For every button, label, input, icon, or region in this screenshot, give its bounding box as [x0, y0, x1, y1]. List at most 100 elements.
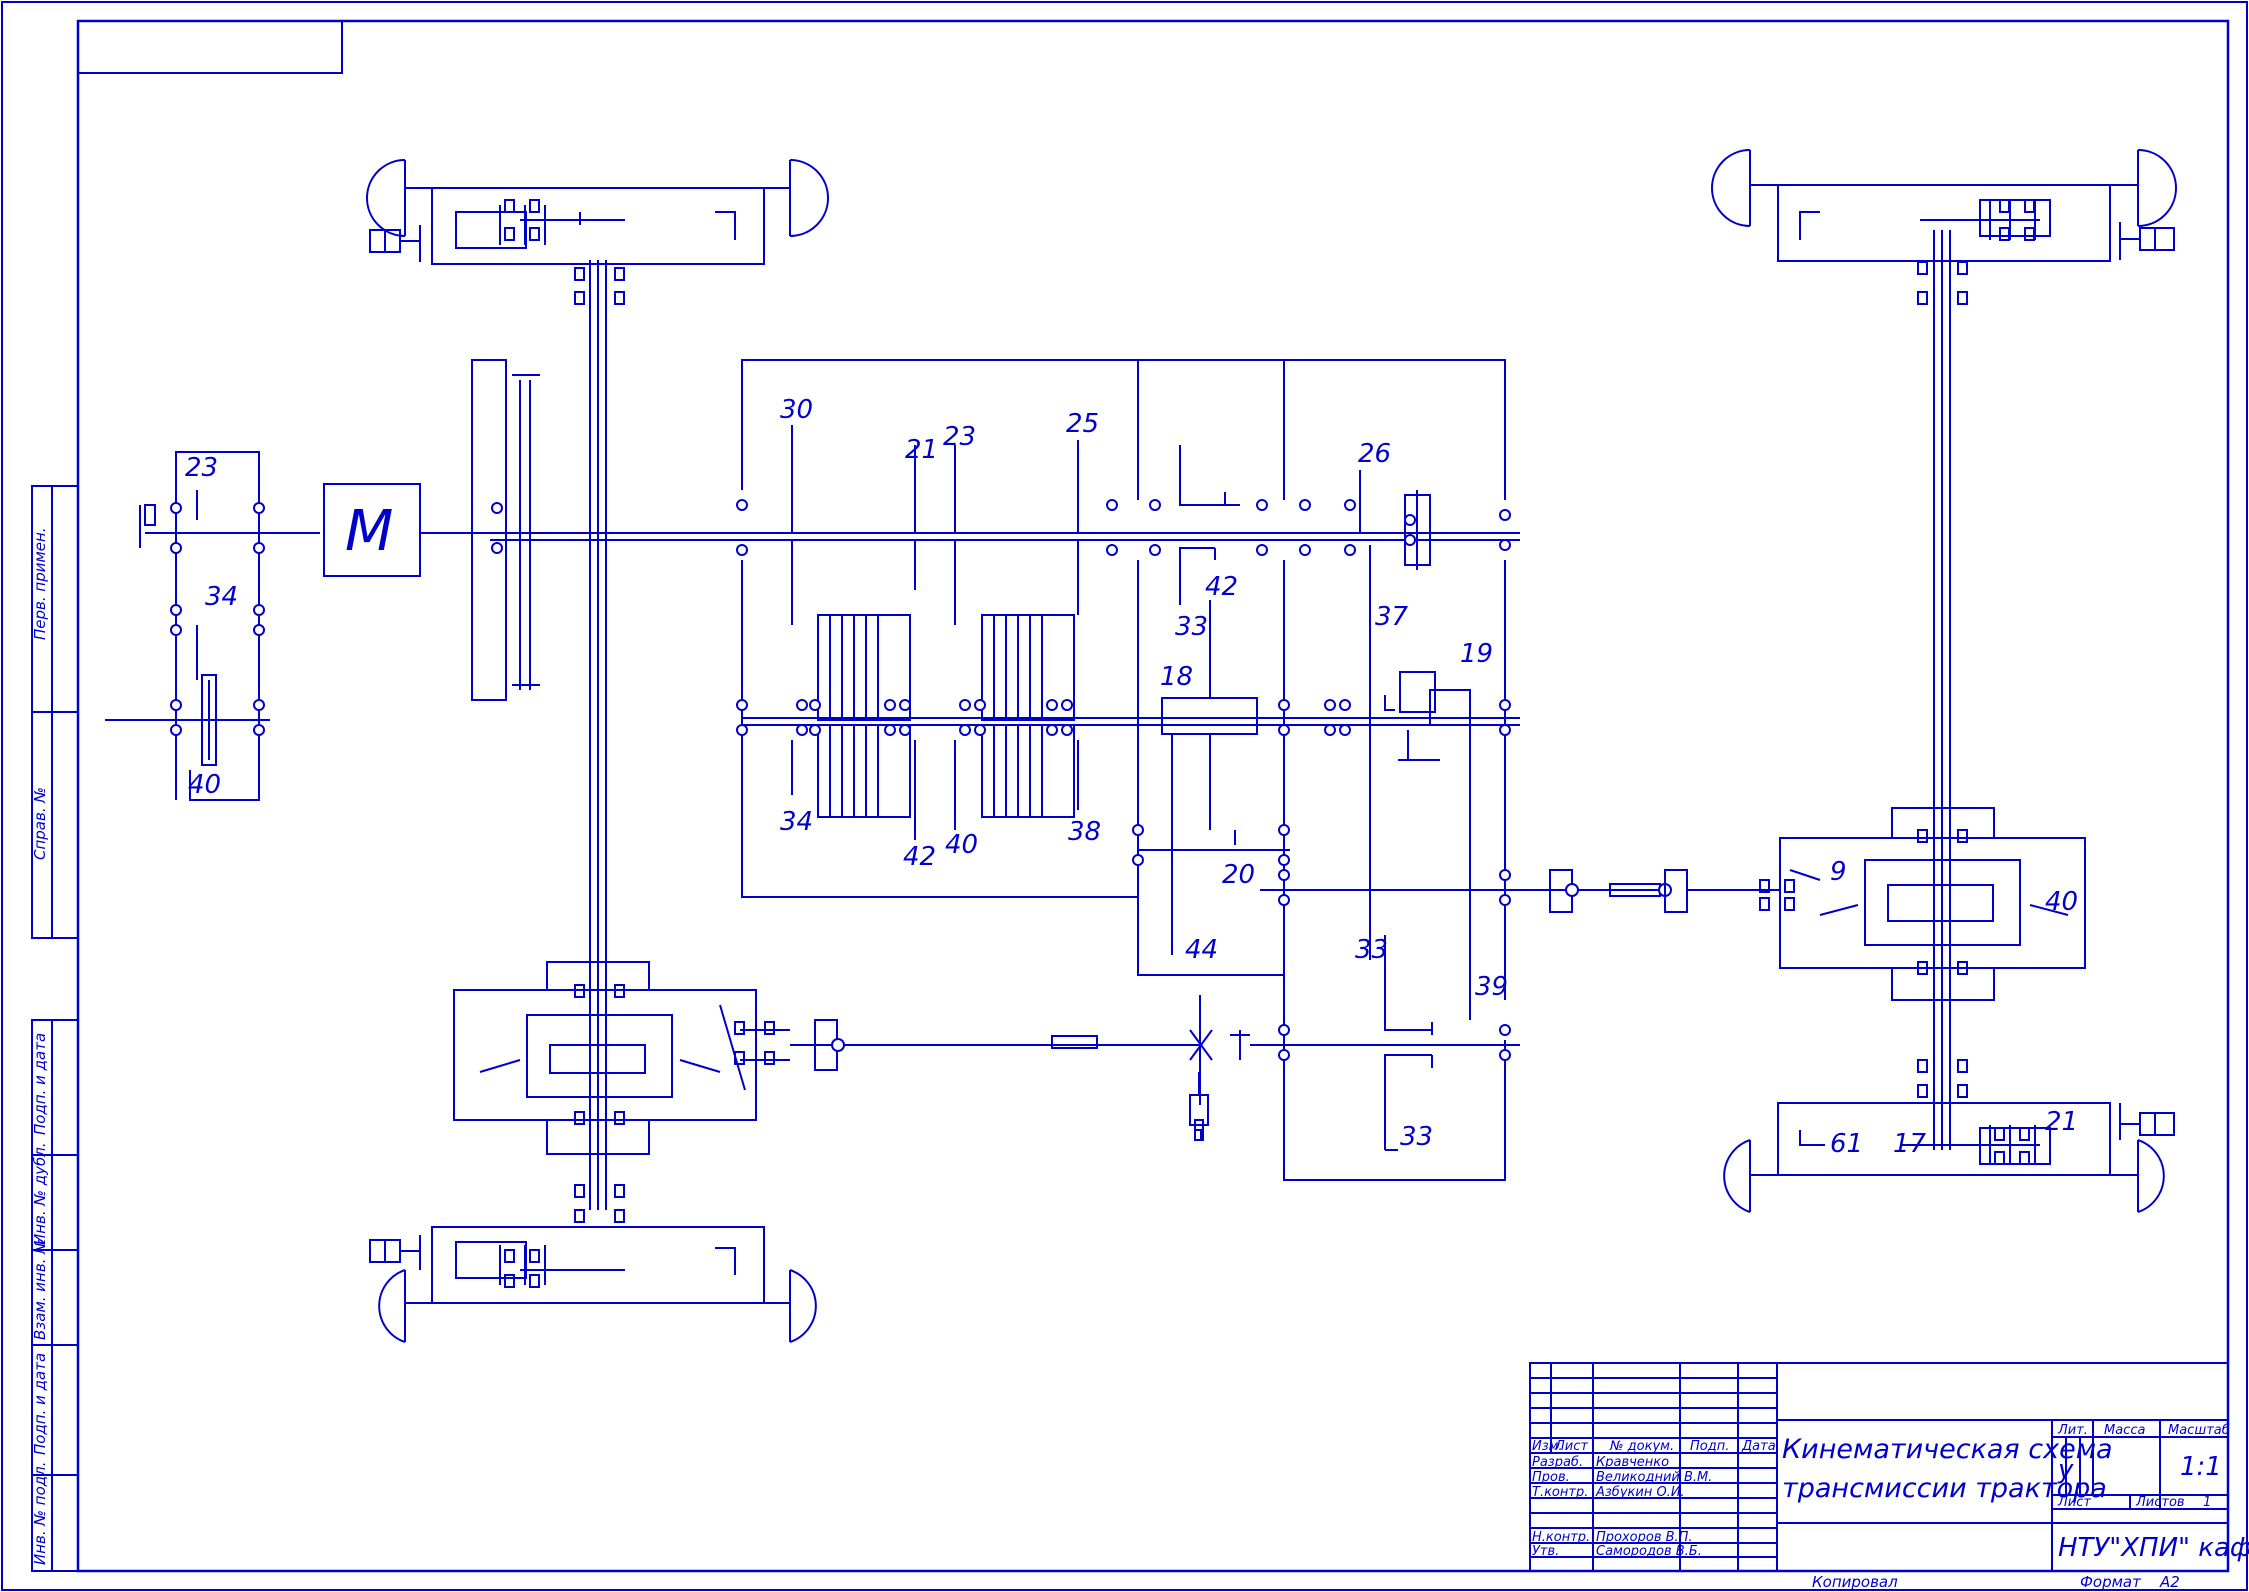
bearing	[736, 544, 748, 556]
tb-role-5: Утв.	[1532, 1544, 1559, 1559]
side-stamp-text-7: Инв. № подл.	[31, 1462, 49, 1565]
bearing	[734, 1021, 745, 1035]
frame	[76, 19, 2230, 1573]
tb-scale-value: 1:1	[2180, 1452, 2222, 1482]
bearing	[1278, 894, 1290, 906]
bearing	[764, 1021, 775, 1035]
bearing	[1278, 1049, 1290, 1061]
bearing	[1132, 854, 1144, 866]
bearing	[1999, 227, 2010, 241]
bearing	[1917, 829, 1928, 843]
bearing	[899, 724, 911, 736]
copied-label: Копировал	[1812, 1573, 1898, 1591]
bearing	[253, 502, 265, 514]
gear-label: 21	[2045, 1107, 2078, 1137]
tb-mass-label: Масса	[2104, 1423, 2145, 1438]
bearing	[796, 699, 808, 711]
bearing	[1339, 724, 1351, 736]
bearing	[504, 199, 515, 213]
bearing	[491, 502, 503, 514]
bearing	[1404, 514, 1416, 526]
bearing	[574, 1184, 585, 1198]
bearing	[1278, 824, 1290, 836]
bearing	[736, 724, 748, 736]
bearing	[1994, 1151, 2005, 1165]
gear-label: 9	[1830, 857, 1847, 887]
bearing	[2024, 227, 2035, 241]
main-clutch	[471, 359, 540, 701]
bearing	[796, 724, 808, 736]
bearing	[1278, 869, 1290, 881]
tb-sheets-value: 1	[2203, 1495, 2211, 1510]
bearing	[974, 699, 986, 711]
bearing	[1061, 699, 1073, 711]
bearing	[574, 1111, 585, 1125]
bearing	[1499, 539, 1511, 551]
bearing	[529, 1274, 540, 1288]
gear-label: 19	[1460, 639, 1493, 669]
bearing	[491, 542, 503, 554]
tb-name-4: Прохоров В.П.	[1596, 1530, 1693, 1545]
bearing	[170, 724, 182, 736]
bearing	[736, 699, 748, 711]
title-block: Изм. Лист № докум. Подп. Дата Разраб. Кр…	[1529, 1362, 2249, 1572]
bearing	[1499, 1049, 1511, 1061]
bearing	[1324, 724, 1336, 736]
rear-top-final-drive	[1711, 149, 2177, 262]
bearing	[1344, 544, 1356, 556]
bearing	[1499, 894, 1511, 906]
gear-label: 34	[205, 582, 238, 612]
tb-header-sign: Подп.	[1690, 1439, 1729, 1454]
bearing	[1278, 854, 1290, 866]
bearing	[2019, 1127, 2030, 1141]
bearing	[734, 1051, 745, 1065]
tb-lit-label: Лит.	[2057, 1423, 2088, 1438]
side-stamp-text-1: Перв. примен.	[31, 527, 49, 640]
bearing	[1339, 699, 1351, 711]
bearing	[1499, 1024, 1511, 1036]
gear-label: 61	[1830, 1129, 1863, 1159]
side-stamp-text-4: Инв. № дубл.	[31, 1142, 49, 1245]
bearing	[1278, 699, 1290, 711]
tb-name-3: Азбукин О.И.	[1595, 1485, 1685, 1500]
gear-label: 20	[1222, 860, 1255, 890]
gear-label: 38	[1068, 817, 1101, 847]
gear-label: 30	[780, 395, 813, 425]
tb-role-4: Н.контр.	[1532, 1530, 1590, 1545]
gear-label: 33	[1175, 612, 1208, 642]
gear-label: 26	[1358, 439, 1391, 469]
bearing	[1999, 199, 2010, 213]
front-top-final-drive	[366, 159, 829, 265]
tb-organization: НТУ"ХПИ" каф А иТ	[2058, 1533, 2249, 1563]
tb-lit-value: у	[2057, 1455, 2074, 1485]
bearing	[1917, 261, 1928, 275]
bearing	[253, 699, 265, 711]
bearing	[1278, 1024, 1290, 1036]
bearing	[1784, 897, 1795, 911]
bearing	[529, 227, 540, 241]
bearing	[170, 542, 182, 554]
format-value: А2	[2159, 1573, 2180, 1591]
bearing	[170, 699, 182, 711]
gear-label: 42	[903, 842, 936, 872]
format-label: Формат	[2080, 1573, 2142, 1591]
gear-label: 39	[1475, 972, 1508, 1002]
gear-label: 34	[780, 807, 813, 837]
bearing	[1404, 534, 1416, 546]
bearing	[504, 227, 515, 241]
tb-sheets-label: Листов	[2135, 1495, 2185, 1510]
gear-label: 44	[1185, 935, 1218, 965]
bearing	[574, 267, 585, 281]
bearing	[1917, 961, 1928, 975]
bearing	[1759, 897, 1770, 911]
pto-gearbox	[105, 451, 320, 801]
bearing	[1994, 1127, 2005, 1141]
rear-differential	[1779, 807, 2086, 1001]
bearing	[1299, 499, 1311, 511]
bearing	[614, 1111, 625, 1125]
bearing	[253, 604, 265, 616]
bearing	[1499, 724, 1511, 736]
bearing	[809, 699, 821, 711]
axle-bearings	[504, 199, 2035, 1288]
